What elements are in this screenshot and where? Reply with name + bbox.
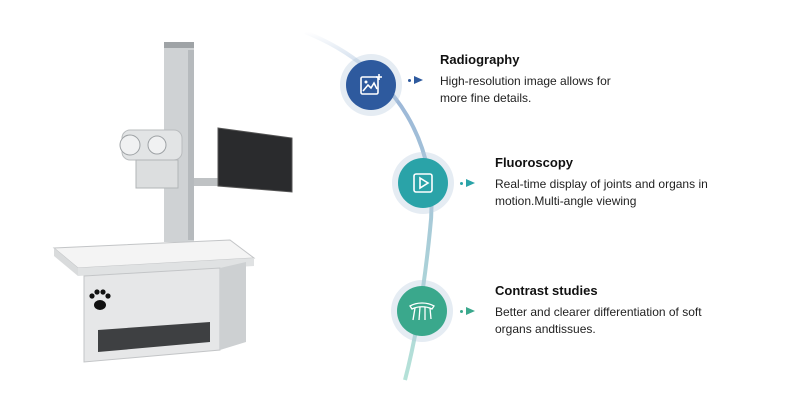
pointer-arrow (460, 307, 475, 315)
feature-description: Real-time display of joints and organs i… (495, 177, 708, 208)
image-icon (346, 60, 396, 110)
bone-icon (397, 286, 447, 336)
pointer-arrow (460, 179, 475, 187)
feature-description: Better and clearer differentiation of so… (495, 305, 702, 336)
feature-title: Contrast studies (495, 283, 598, 298)
paw-icon (89, 289, 111, 310)
feature-title: Radiography (440, 52, 520, 67)
pointer-arrow (408, 76, 423, 84)
xray-machine-illustration (52, 42, 293, 363)
monitor (217, 127, 293, 193)
xray-tube-head (119, 129, 183, 189)
play-icon (398, 158, 448, 208)
feature-description: High-resolution image allows for more fi… (440, 74, 611, 105)
feature-title: Fluoroscopy (495, 155, 574, 170)
